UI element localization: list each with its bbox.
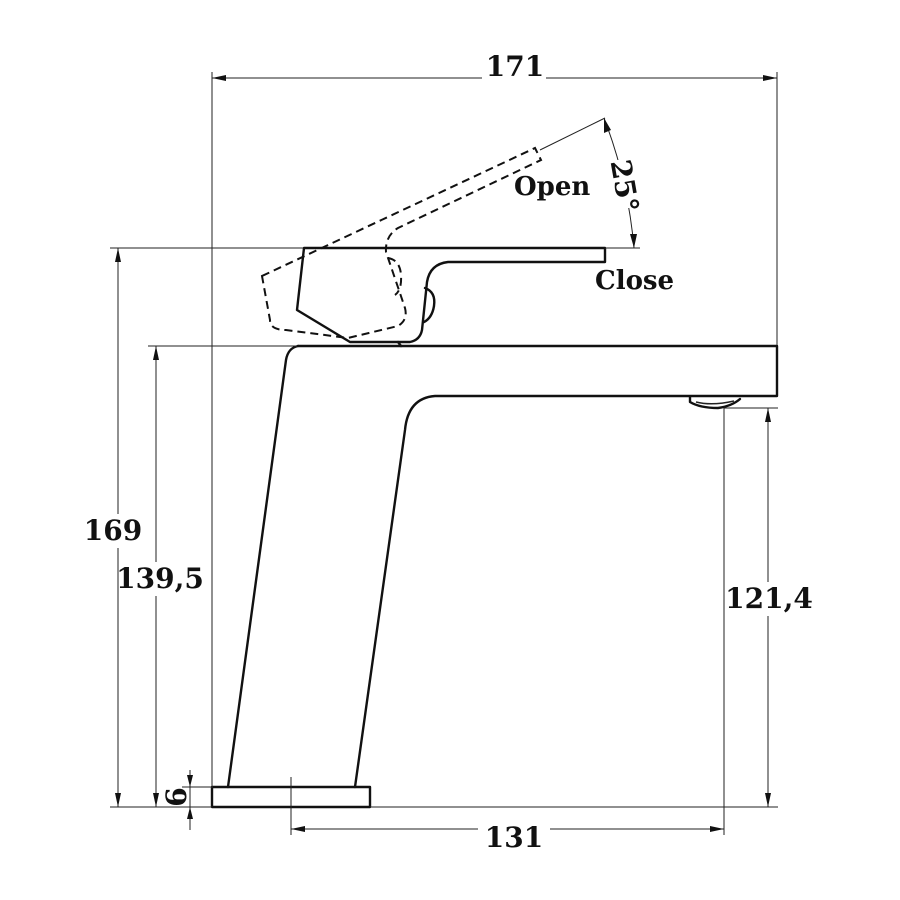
lever-open-knuckle bbox=[387, 257, 403, 296]
dimension-total-width-label: 171 bbox=[486, 50, 544, 83]
dimension-lever-angle: 25° bbox=[603, 117, 645, 249]
dimension-total-height-label: 169 bbox=[84, 514, 142, 547]
dimension-body-height-label: 139,5 bbox=[116, 562, 204, 595]
dimension-base-thickness-label: 6 bbox=[160, 787, 193, 806]
body-left-edge bbox=[226, 344, 300, 789]
dimension-body-height: 139,5 bbox=[116, 346, 204, 807]
lever-open bbox=[260, 146, 543, 340]
lever-cartridge bbox=[396, 340, 403, 348]
spout-outline bbox=[296, 344, 779, 789]
dimension-total-width: 171 bbox=[212, 50, 777, 86]
dimension-total-height: 169 bbox=[82, 248, 148, 807]
dimension-spout-reach: 131 bbox=[291, 820, 724, 854]
aerator-inner bbox=[695, 400, 735, 405]
lever-open-handle bbox=[260, 146, 543, 340]
faucet-outline bbox=[210, 344, 779, 809]
dimension-outlet-height-label: 121,4 bbox=[725, 582, 813, 615]
label-open: Open bbox=[514, 172, 590, 202]
lever-closed-knuckle bbox=[422, 286, 436, 324]
dimension-spout-reach-label: 131 bbox=[485, 821, 543, 854]
dimension-base-thickness: 6 bbox=[160, 770, 193, 830]
label-close: Close bbox=[595, 266, 674, 296]
lever-closed-handle bbox=[295, 246, 607, 344]
dimension-outlet-height: 121,4 bbox=[725, 408, 813, 807]
lever-closed bbox=[295, 246, 607, 348]
extension-lines bbox=[110, 72, 778, 835]
aerator bbox=[688, 395, 742, 410]
